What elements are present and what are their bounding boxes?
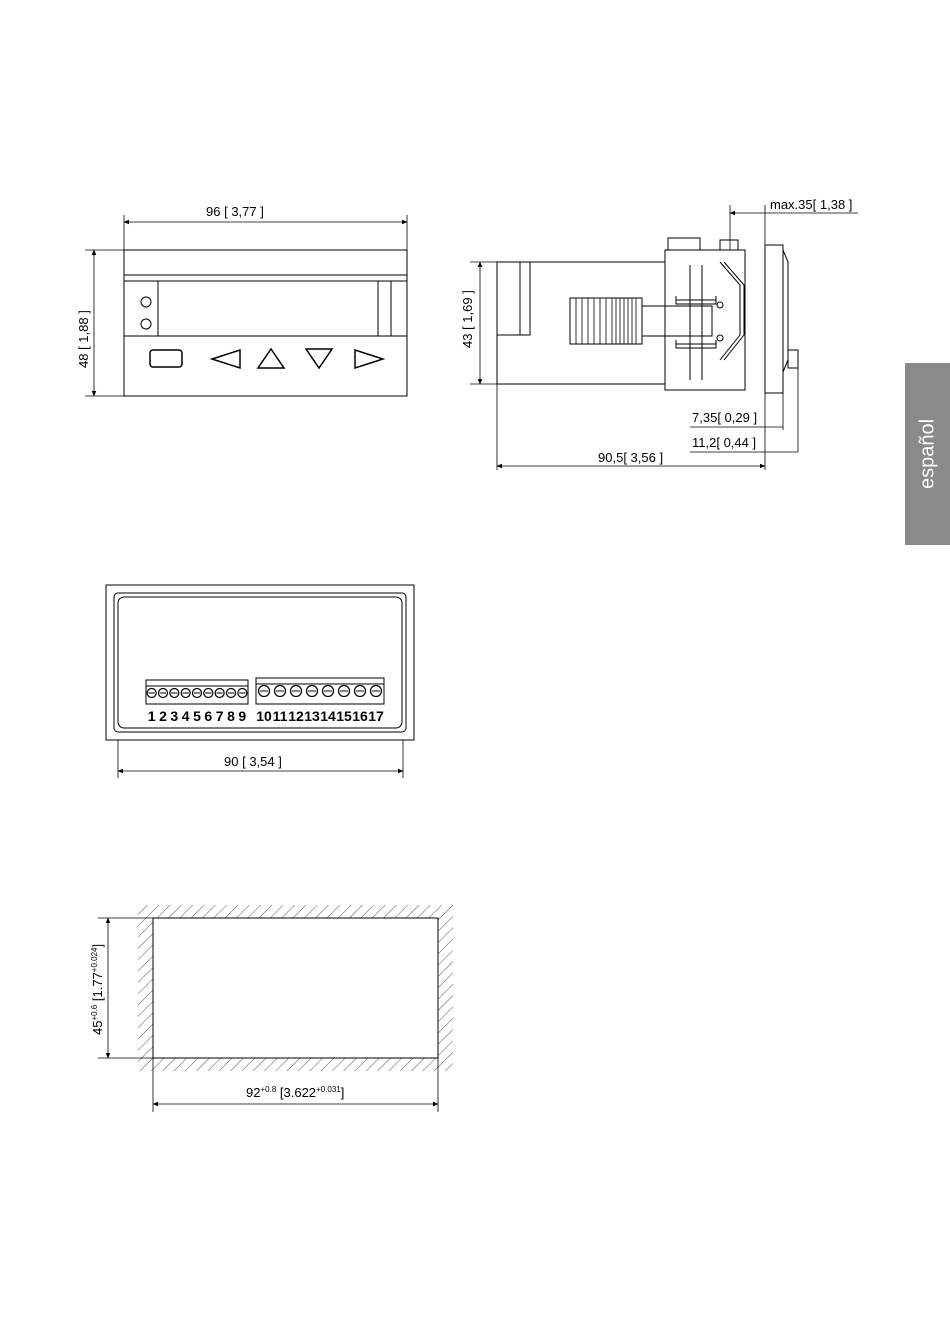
terminal-number: 12: [288, 708, 304, 724]
led-indicator-1: [141, 297, 151, 307]
terminal-number: 17: [368, 708, 384, 724]
terminal-number: 16: [352, 708, 368, 724]
side-front-label: 11,2[ 0,44 ]: [692, 435, 756, 450]
language-tab-label: español: [916, 419, 939, 489]
side-max-depth-label: max.35[ 1,38 ]: [770, 197, 852, 212]
display-window: [124, 281, 407, 336]
left-triangle-button: [212, 350, 240, 368]
terminal-number: 5: [193, 708, 201, 724]
panel-cutout: [98, 905, 453, 1112]
side-body: [497, 262, 665, 384]
mounting-clamp: [665, 250, 745, 390]
right-triangle-button: [355, 350, 383, 368]
terminal-number: 9: [238, 708, 246, 724]
terminal-number: 1: [148, 708, 156, 724]
side-height-label: 43 [ 1,69 ]: [460, 290, 475, 348]
terminal-number: 2: [159, 708, 167, 724]
terminal-number: 4: [182, 708, 190, 724]
terminal-number: 14: [320, 708, 336, 724]
terminal-number: 3: [170, 708, 178, 724]
terminal-number: 15: [336, 708, 352, 724]
rect-button: [150, 350, 182, 367]
cutout-height-label: 45+0.6 [1.77+0.024]: [90, 944, 105, 1035]
side-bezel: [765, 245, 783, 393]
side-view: [470, 205, 858, 470]
cutout-opening: [153, 918, 438, 1058]
led-indicator-2: [141, 319, 151, 329]
terminal-number: 11: [273, 708, 288, 724]
down-triangle-button: [306, 349, 332, 368]
terminal-number: 10: [256, 708, 272, 724]
terminal-number: 8: [227, 708, 235, 724]
cutout-width-label: 92+0.8 [3.622+0.031]: [246, 1085, 344, 1100]
rear-view: [106, 585, 414, 778]
terminal-number: 7: [216, 708, 224, 724]
language-tab: español: [905, 363, 950, 545]
up-triangle-button: [258, 349, 284, 368]
terminal-block-right: [256, 678, 384, 704]
terminal-block-left: [146, 680, 248, 704]
front-height-label: 48 [ 1,88 ]: [76, 310, 91, 368]
side-depth-label: 90,5[ 3,56 ]: [598, 450, 663, 465]
terminal-number: 13: [304, 708, 320, 724]
front-view: [85, 215, 407, 396]
front-width-label: 96 [ 3,77 ]: [206, 204, 264, 219]
side-bezel-label: 7,35[ 0,29 ]: [692, 410, 757, 425]
front-housing: [124, 250, 407, 396]
terminal-number: 6: [204, 708, 212, 724]
rear-width-label: 90 [ 3,54 ]: [224, 754, 282, 769]
